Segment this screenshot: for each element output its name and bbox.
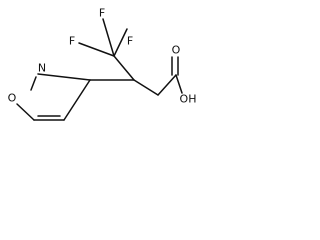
bond-c-f-right bbox=[113, 28, 128, 57]
atom-f-right: F bbox=[127, 35, 133, 48]
atom-o-ring: O bbox=[8, 92, 17, 105]
ring-bond-c3-n bbox=[37, 73, 91, 81]
structural-formula: F F F O OH N O bbox=[8, 7, 197, 121]
ring-bond-n-o bbox=[30, 76, 37, 91]
ring-bond-c4-c3 bbox=[63, 79, 91, 121]
bond-ch-ch2 bbox=[133, 79, 159, 96]
bond-c-f-top bbox=[102, 18, 115, 57]
bond-cf3-ch bbox=[113, 55, 135, 81]
atom-f-top: F bbox=[99, 7, 105, 20]
atom-f-left: F bbox=[69, 35, 75, 48]
atom-oh: OH bbox=[180, 93, 197, 106]
ring-bond-o-c5 bbox=[16, 103, 35, 121]
atom-n-ring: N bbox=[38, 62, 46, 75]
bond-ch2-cooh bbox=[157, 74, 177, 96]
bond-c-f-left bbox=[78, 42, 115, 57]
atom-o-carbonyl: O bbox=[172, 44, 181, 57]
bond-c-oh bbox=[175, 74, 183, 94]
